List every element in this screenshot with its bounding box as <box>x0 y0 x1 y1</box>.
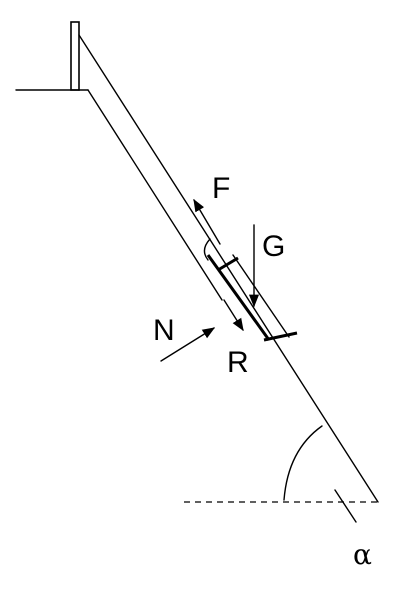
label-angle: α <box>353 538 372 571</box>
reaction-arrow <box>223 299 244 332</box>
angle-pointer <box>334 489 357 523</box>
block <box>203 238 298 342</box>
label-normal-force: N <box>153 314 175 347</box>
top-support <box>15 21 80 91</box>
block-top-edge <box>232 254 290 338</box>
label-gravity: G <box>262 230 285 263</box>
friction-force-arrow <box>193 198 221 245</box>
wall-post <box>70 21 80 91</box>
label-reaction: R <box>227 346 249 379</box>
block-lower-side <box>263 331 298 342</box>
block-upper-side <box>217 256 239 272</box>
block-contact-edge <box>206 254 271 341</box>
ramp-upper-edge <box>78 34 379 503</box>
ramp-lower-edge <box>87 89 223 301</box>
angle-arc <box>283 425 323 501</box>
block-rounded-corner <box>203 238 211 261</box>
force-arrows <box>160 198 260 362</box>
label-friction-force: F <box>212 172 230 205</box>
incline-ramp <box>78 34 379 503</box>
angle-marking <box>184 425 378 523</box>
normal-force-arrow <box>160 327 216 362</box>
